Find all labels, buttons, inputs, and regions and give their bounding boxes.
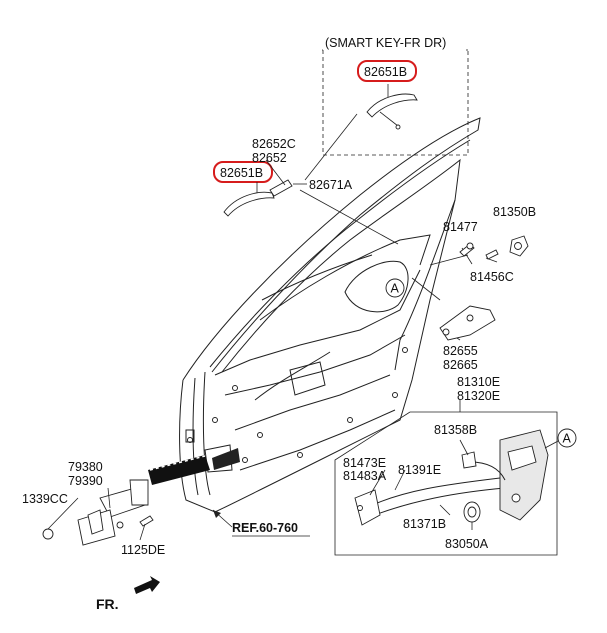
label-81310E[interactable]: 81310E	[457, 375, 500, 389]
door-panel	[179, 117, 481, 528]
label-fr: FR.	[96, 596, 119, 612]
screw-81456C	[485, 249, 499, 260]
label-81320E[interactable]: 81320E	[457, 389, 500, 403]
label-82651B[interactable]: 82651B	[220, 166, 263, 180]
callout-a-door[interactable]	[385, 278, 405, 298]
label-79390[interactable]: 79390	[68, 474, 103, 488]
latch-assembly-box	[334, 400, 561, 556]
label-81350B[interactable]: 81350B	[493, 205, 536, 219]
label-81358B[interactable]: 81358B	[434, 423, 477, 437]
front-direction-arrow	[134, 576, 160, 594]
label-81473E[interactable]: 81473E	[343, 456, 386, 470]
label-79380[interactable]: 79380	[68, 460, 103, 474]
door-check	[42, 455, 210, 546]
part-labels: 82652C 82652 82651B 82671A 81477 81350B …	[22, 137, 536, 612]
highlight-ring-top	[357, 60, 417, 82]
striker-81350B	[509, 235, 529, 257]
label-81371B[interactable]: 81371B	[403, 517, 446, 531]
callout-a-box-label[interactable]: A	[563, 432, 572, 446]
label-82665[interactable]: 82665	[443, 358, 478, 372]
label-1339CC[interactable]: 1339CC	[22, 492, 68, 506]
label-82652C[interactable]: 82652C	[252, 137, 296, 151]
latch-82655	[439, 305, 496, 341]
label-ref-60-760[interactable]: REF.60-760	[232, 521, 298, 535]
label-1125DE[interactable]: 1125DE	[121, 543, 165, 557]
smart-key-title: (SMART KEY-FR DR)	[325, 36, 446, 50]
bolt-81477	[459, 242, 475, 257]
highlight-ring-left	[213, 161, 273, 183]
label-82671A[interactable]: 82671A	[309, 178, 353, 192]
label-82655[interactable]: 82655	[443, 344, 478, 358]
label-82652[interactable]: 82652	[252, 151, 287, 165]
outside-handle	[213, 159, 307, 217]
label-81456C[interactable]: 81456C	[470, 270, 514, 284]
smart-key-box: (SMART KEY-FR DR) 82651B	[322, 36, 469, 156]
smart-key-outside-handle	[366, 93, 418, 118]
callout-a-box[interactable]	[557, 428, 577, 448]
callout-a-door-label[interactable]: A	[391, 282, 400, 296]
label-81477[interactable]: 81477	[443, 220, 478, 234]
label-81483A[interactable]: 81483A	[343, 469, 387, 483]
label-83050A[interactable]: 83050A	[445, 537, 489, 551]
label-81391E[interactable]: 81391E	[398, 463, 441, 477]
smart-key-part-label[interactable]: 82651B	[364, 65, 407, 79]
